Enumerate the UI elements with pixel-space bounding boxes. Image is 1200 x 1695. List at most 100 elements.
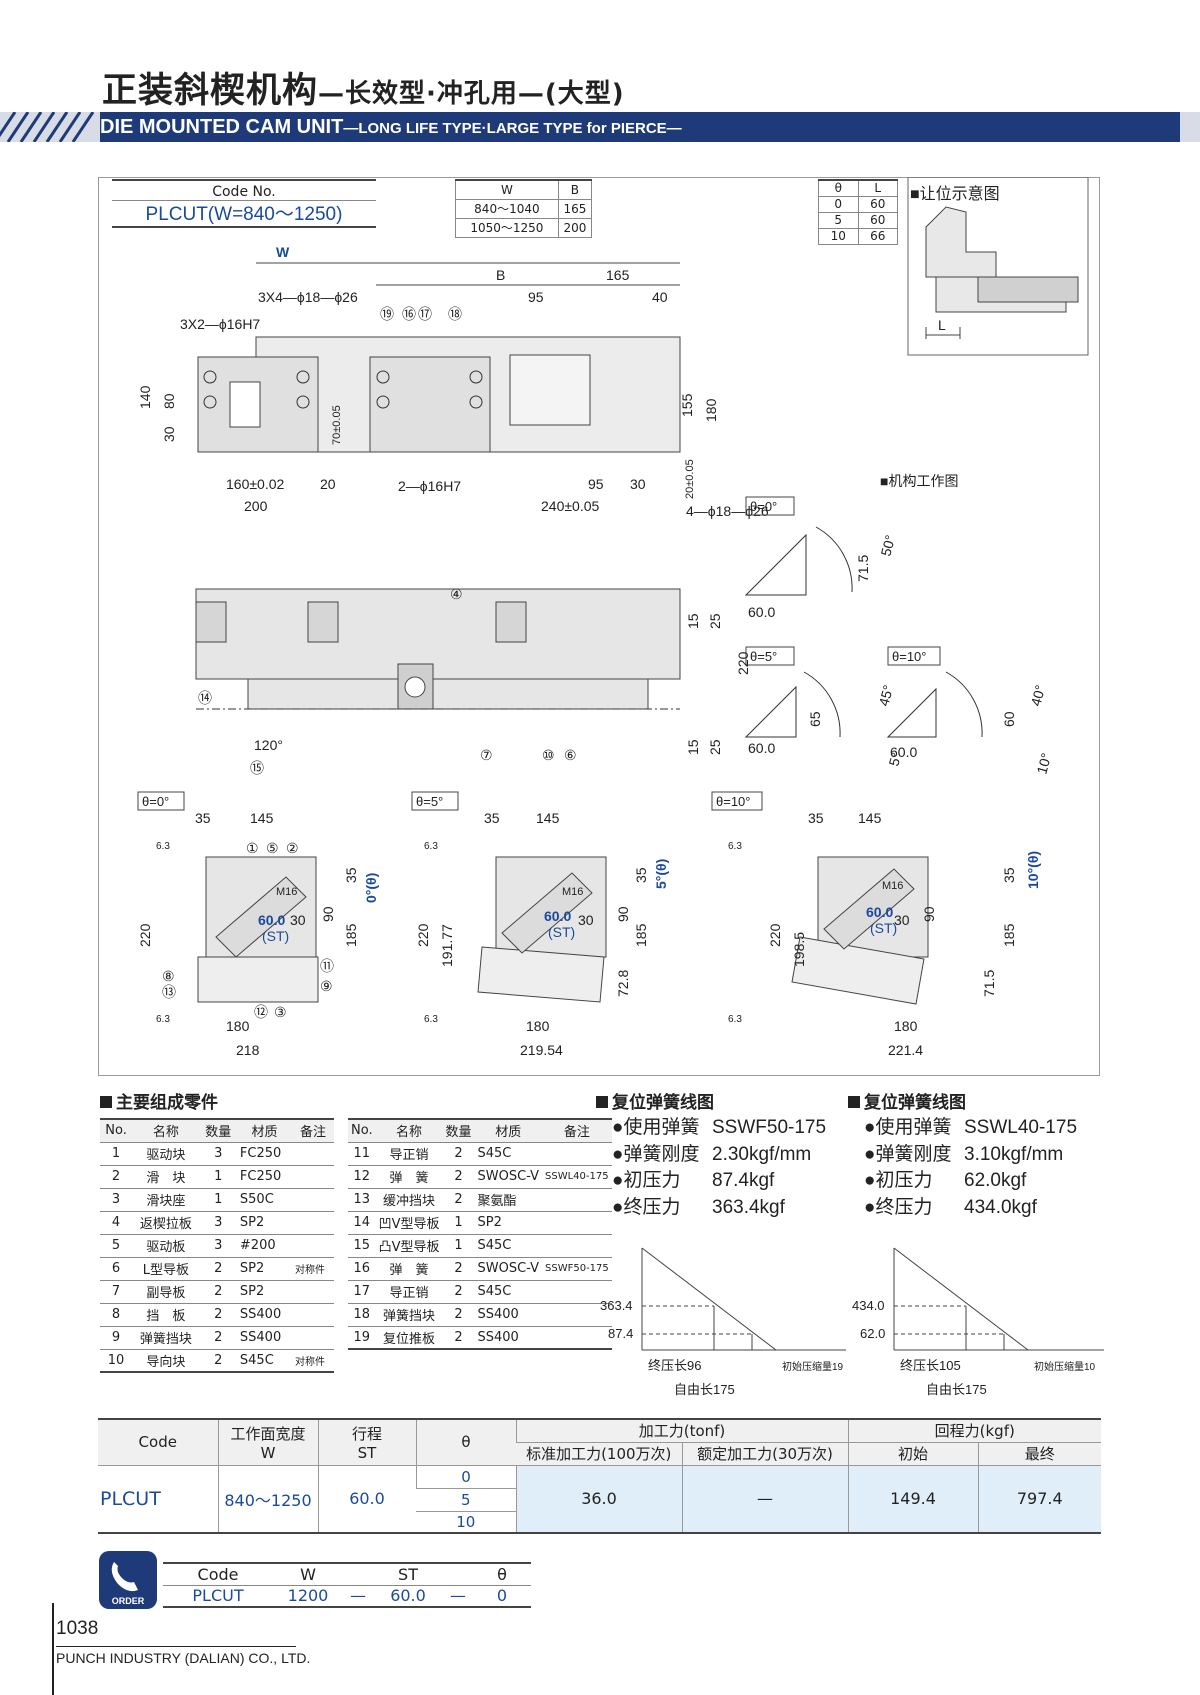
spring1-y-hi: 363.4 xyxy=(600,1298,633,1313)
top-view-holes xyxy=(203,370,483,409)
mech0-a: 71.5 xyxy=(855,555,871,582)
wb-cell: 200 xyxy=(557,217,593,238)
side0-b13: ⑬ xyxy=(162,984,176,1000)
dim-25-bottom: 25 xyxy=(707,739,723,755)
parts-title: 主要组成零件 xyxy=(100,1088,218,1113)
parts-cell: 17 xyxy=(348,1280,376,1304)
parts-header: 材质 xyxy=(236,1118,293,1143)
parts-cell: 5 xyxy=(100,1234,133,1258)
spring1-init: 初始压缩量19 xyxy=(782,1360,844,1373)
side0-b1: ① xyxy=(246,840,259,856)
spring1-graph: 363.4 87.4 终压长96 初始压缩量19 自由长175 xyxy=(600,1247,846,1397)
order-w: 1200 xyxy=(273,1585,343,1608)
parts-cell: 1 xyxy=(442,1211,475,1235)
side5-m16: M16 xyxy=(562,886,583,898)
parts-cell: FC250 xyxy=(236,1142,293,1166)
side5-roughness-b: 6.3 xyxy=(424,1014,438,1025)
parts-cell: 驱动块 xyxy=(132,1142,200,1166)
dim-240: 240±0.05 xyxy=(541,498,600,514)
side10-m16: M16 xyxy=(882,880,903,892)
h-force: 加工力(tonf) xyxy=(515,1418,848,1443)
balloon-6: ⑥ xyxy=(564,747,577,763)
row-final: 797.4 xyxy=(977,1465,1101,1534)
parts-cell: SP2 xyxy=(236,1280,293,1304)
parts-cell xyxy=(542,1280,612,1304)
parts-cell: S45C xyxy=(474,1280,543,1304)
spring2-comp: 终压长105 xyxy=(900,1358,961,1373)
side0-zero: 0°(θ) xyxy=(363,873,379,903)
order-table: Code W ST θ PLCUT 1200 — 60.0 — 0 xyxy=(163,1562,531,1608)
parts-cell: 聚氨酯 xyxy=(474,1188,543,1212)
parts-header: No. xyxy=(100,1118,133,1143)
parts-cell: 18 xyxy=(348,1303,376,1327)
side10-theta: θ=10° xyxy=(716,794,750,809)
parts-cell: 6 xyxy=(100,1257,133,1281)
dim-70: 70±0.05 xyxy=(331,405,343,445)
dim-15: 15 xyxy=(685,613,701,629)
parts-cell xyxy=(542,1234,612,1258)
parts-cell: 副导板 xyxy=(132,1280,200,1304)
code-box-header: Code No. xyxy=(112,179,376,201)
side-view-5: θ=5° xyxy=(411,791,607,1003)
side10-180: 180 xyxy=(894,1018,918,1034)
balloon-18: ⑱ xyxy=(448,306,462,322)
clearance-sketch xyxy=(925,206,1079,313)
row-initial: 149.4 xyxy=(847,1465,978,1534)
row-rated: — xyxy=(681,1465,848,1534)
mech0-b: 50° xyxy=(877,533,898,558)
parts-cell: 2 xyxy=(100,1165,133,1189)
side0-185: 185 xyxy=(343,923,359,947)
parts-cell: 13 xyxy=(348,1188,376,1212)
order-badge-text: ORDER xyxy=(112,1596,145,1606)
hole-label-1: 3X4—ϕ18—ϕ26 xyxy=(258,289,358,305)
side0-b3: ③ xyxy=(274,1004,287,1020)
side5-roughness: 6.3 xyxy=(424,841,438,852)
parts-cell: 2 xyxy=(199,1326,237,1350)
parts-cell: 11 xyxy=(348,1142,376,1166)
side10-715: 71.5 xyxy=(981,970,997,997)
parts-cell: 弹 簧 xyxy=(375,1165,443,1189)
wb-cell: 1050～1250 xyxy=(455,217,559,238)
side0-theta: θ=0° xyxy=(142,794,169,809)
parts-header: 名称 xyxy=(375,1118,443,1143)
order-theta: 0 xyxy=(473,1585,531,1608)
parts-cell: 9 xyxy=(100,1326,133,1350)
mech5-a: 65 xyxy=(807,711,823,727)
parts-cell: 对称件 xyxy=(292,1349,334,1373)
l-label: L xyxy=(938,317,946,333)
parts-cell: SS400 xyxy=(474,1303,543,1327)
spring2-y-hi: 434.0 xyxy=(852,1298,885,1313)
parts-cell: SWOSC-V xyxy=(474,1165,543,1189)
parts-cell: S45C xyxy=(236,1349,293,1373)
parts-cell: 3 xyxy=(199,1142,237,1166)
dim-200: 200 xyxy=(244,498,268,514)
side0-35v: 35 xyxy=(343,867,359,883)
spring1-title: 复位弹簧线图 xyxy=(596,1088,714,1113)
parts-cell: 1 xyxy=(442,1234,475,1258)
parts-cell xyxy=(292,1326,334,1350)
h-initial: 初始 xyxy=(847,1442,978,1466)
dim-w: W xyxy=(276,244,290,260)
side5-35v: 35 xyxy=(633,867,649,883)
dim-40: 40 xyxy=(652,289,668,305)
side5-728: 72.8 xyxy=(615,970,631,997)
h-return: 回程力(kgf) xyxy=(847,1418,1101,1443)
side5-19177: 191.77 xyxy=(439,924,455,967)
parts-cell: 凸V型导板 xyxy=(375,1234,443,1258)
balloon-4: ④ xyxy=(450,586,463,602)
hole-label-2: 3X2—ϕ16H7 xyxy=(180,316,260,332)
banner-subtitle: —LONG LIFE TYPE·LARGE TYPE for PIERCE— xyxy=(343,120,682,137)
